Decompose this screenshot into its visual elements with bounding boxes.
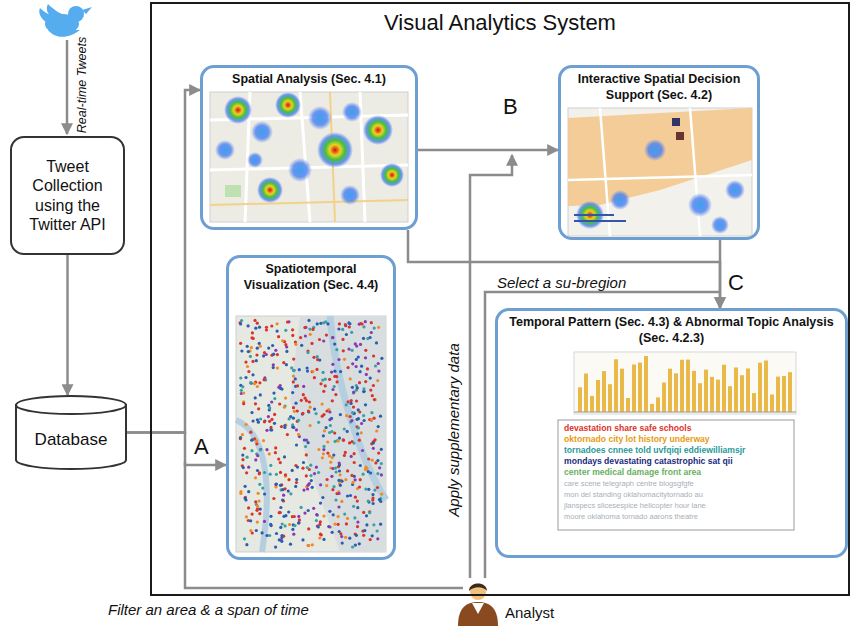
flow-label: Select a su-bregion	[497, 274, 626, 291]
module-box: Interactive Spatial Decision Support (Se…	[558, 65, 760, 240]
word-cloud-line: oktornado city lot history underway	[564, 435, 710, 445]
box-label: Database	[35, 430, 108, 450]
actor-label: Analyst	[505, 604, 554, 621]
analyst-figure	[458, 584, 498, 627]
word-cloud-line: jlanspecs slicesespice helicopter hour l…	[564, 502, 706, 511]
callout-letter: C	[728, 270, 744, 295]
word-cloud-frame	[558, 420, 794, 530]
wire	[470, 155, 512, 578]
flow-arrow	[719, 240, 722, 308]
box-label: Tweet Collection using the Twitter API	[16, 157, 119, 234]
word-cloud-line: mondays devastating catastrophic sat qii	[564, 457, 733, 467]
flow-arrow	[418, 149, 558, 152]
word-cloud-line: tornadoes cnnee told uvfqiqi eddiewillia…	[564, 446, 745, 456]
callout-letter: B	[503, 94, 518, 119]
flow-label: Apply supplementary data	[445, 343, 462, 516]
system-boundary: Visual Analytics SystemSpatial Analysis …	[150, 2, 850, 596]
flow-arrow	[127, 433, 226, 466]
bar-chart	[574, 352, 796, 414]
module-box: Spatiotemporal Visualization (Sec. 4.4)	[226, 255, 396, 560]
flow-arrow	[408, 230, 720, 308]
word-cloud-line: care scene telegraph centre blogsgfgfe	[564, 480, 694, 489]
flow-label: Filter an area & a span of time	[108, 601, 309, 618]
heat-map	[210, 92, 408, 222]
wire	[66, 40, 69, 134]
word-cloud-line: mon del standing oklahomacitytornado au	[564, 491, 703, 500]
flow-label: Real-time Tweets	[75, 37, 89, 133]
twitter-bird	[39, 4, 92, 37]
dot-map	[236, 316, 386, 552]
word-cloud-line: moore oklahoma tornado aarons theatre	[564, 513, 698, 522]
box-label: Spatiotemporal Visualization (Sec. 4.4)	[237, 262, 385, 293]
module-box: Spatial Analysis (Sec. 4.1)	[200, 65, 418, 230]
flow-arrow	[66, 255, 69, 395]
word-cloud-line: center medical damage front area	[564, 468, 701, 478]
flow-arrow	[127, 90, 200, 433]
system-title: Visual Analytics System	[152, 10, 848, 36]
box-label: Interactive Spatial Decision Support (Se…	[569, 72, 749, 103]
decision-map	[568, 108, 752, 236]
process-box: Tweet Collection using the Twitter API	[10, 136, 125, 255]
callout-letter: A	[194, 434, 209, 459]
word-cloud-line: devastation share safe schools	[564, 424, 692, 434]
database-cylinder: Database	[15, 395, 127, 470]
box-label: Temporal Pattern (Sec. 4.3) & Abnormal T…	[506, 315, 837, 346]
box-label: Spatial Analysis (Sec. 4.1)	[211, 72, 407, 88]
